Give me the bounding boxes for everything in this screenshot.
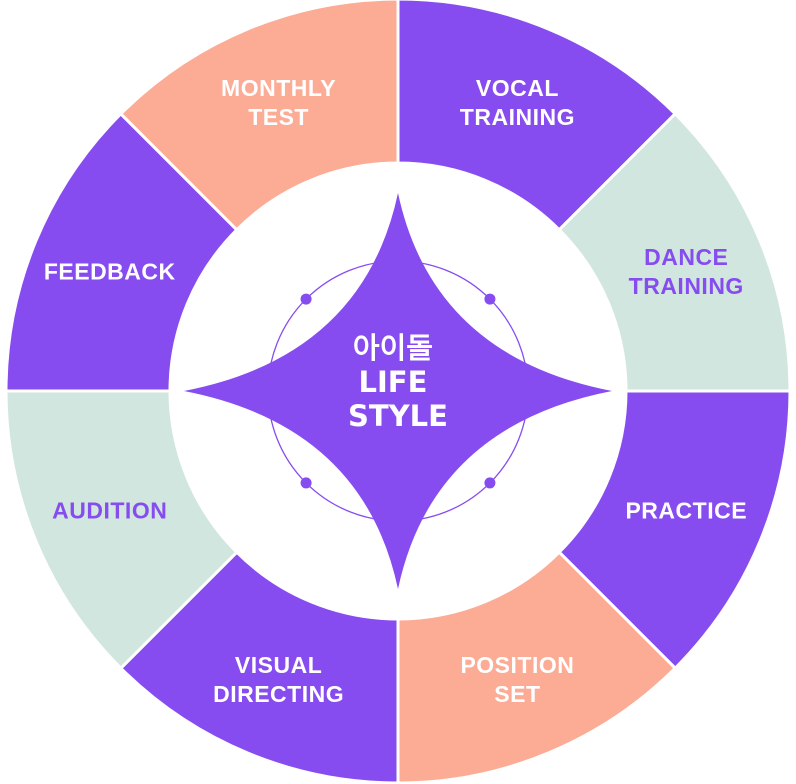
- segment-label-line: FEEDBACK: [44, 259, 176, 285]
- segment-label-line: AUDITION: [52, 497, 167, 523]
- segment-label-line: SET: [494, 681, 540, 707]
- segment-monthly-test: [118, 0, 400, 232]
- ring-dot: [300, 477, 312, 489]
- segment-label-line: DIRECTING: [213, 681, 344, 707]
- ring-dot: [300, 293, 312, 305]
- segment-label-dance-training: DANCE TRAINING: [629, 244, 744, 299]
- segment-label-line: TRAINING: [629, 273, 744, 299]
- center-title-line-2: LIFE: [359, 365, 428, 399]
- segment-label-visual-directing: VISUAL DIRECTING: [213, 652, 344, 707]
- segment-label-practice: PRACTICE: [625, 497, 747, 523]
- segment-label-monthly-test: MONTHLY TEST: [221, 75, 336, 130]
- segment-label-feedback: FEEDBACK: [44, 259, 176, 285]
- four-point-star-icon: [184, 193, 612, 589]
- segment-label-line: VOCAL: [476, 75, 559, 101]
- segment-label-position-set: POSITION SET: [460, 652, 574, 707]
- ring-dots: [300, 293, 496, 489]
- segment-label-line: TEST: [248, 104, 309, 130]
- wheel-segments: VOCAL TRAINING DANCE TRAINING PRACTICE POSITI…: [4, 0, 792, 784]
- segment-label-line: TRAINING: [460, 104, 575, 130]
- segment-label-line: MONTHLY: [221, 75, 336, 101]
- segment-label-line: VISUAL: [235, 652, 322, 678]
- segment-label-line: PRACTICE: [625, 497, 747, 523]
- center-title-line-3: STYLE: [348, 399, 448, 433]
- center-title: 아이돌 LIFE STYLE: [348, 331, 448, 433]
- segment-label-vocal-training: VOCAL TRAINING: [460, 75, 575, 130]
- center-title-line-1: 아이돌: [353, 331, 433, 365]
- ring-dot: [484, 477, 496, 489]
- segment-label-line: POSITION: [460, 652, 574, 678]
- ring-dot: [484, 293, 496, 305]
- segment-label-audition: AUDITION: [52, 497, 167, 523]
- segment-label-line: DANCE: [644, 244, 728, 270]
- center-hub: 아이돌 LIFE STYLE: [171, 164, 625, 618]
